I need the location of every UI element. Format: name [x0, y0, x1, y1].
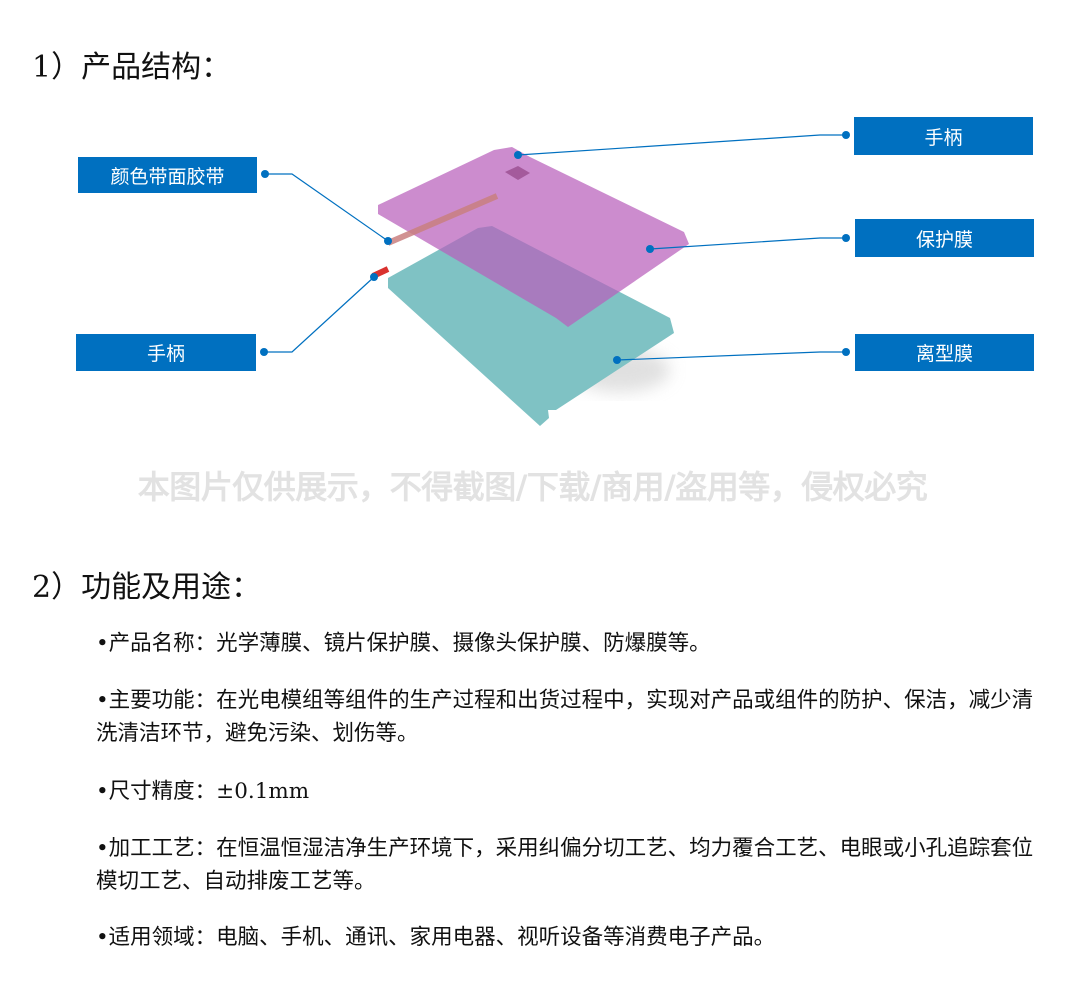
label-protective-film: 保护膜: [855, 219, 1034, 257]
watermark: 本图片仅供展示，不得截图/下载/商用/盗用等，侵权必究: [137, 468, 928, 506]
bullet-product-name: •产品名称：光学薄膜、镜片保护膜、摄像头保护膜、防爆膜等。: [96, 631, 711, 656]
bullet-application: •适用领域：电脑、手机、通讯、家用电器、视听设备等消费电子产品。: [96, 925, 776, 950]
bullet-main-function: •主要功能：在光电模组等组件的生产过程和出货过程中，实现对产品或组件的防护、保洁…: [96, 688, 1034, 746]
section-heading-structure: 1）产品结构：: [32, 50, 232, 85]
leader-lines: [264, 134, 846, 361]
label-handle-left: 手柄: [76, 334, 256, 371]
protective-film-sheet: [378, 147, 689, 327]
leader-dots: [260, 131, 850, 364]
bullet-size-precision: •尺寸精度：±0.1mm: [96, 779, 310, 804]
label-color-tape: 颜色带面胶带: [78, 157, 257, 193]
label-release-film: 离型膜: [855, 334, 1034, 371]
release-film-sheet: [388, 226, 674, 426]
protective-film-handle-patch: [505, 166, 530, 180]
color-tape-strip: [386, 193, 499, 246]
bullet-process: •加工工艺：在恒温恒湿洁净生产环境下，采用纠偏分切工艺、均力覆合工艺、电眼或小孔…: [96, 836, 1034, 894]
label-handle-right: 手柄: [854, 117, 1033, 155]
section-heading-function: 2）功能及用途：: [32, 570, 262, 605]
